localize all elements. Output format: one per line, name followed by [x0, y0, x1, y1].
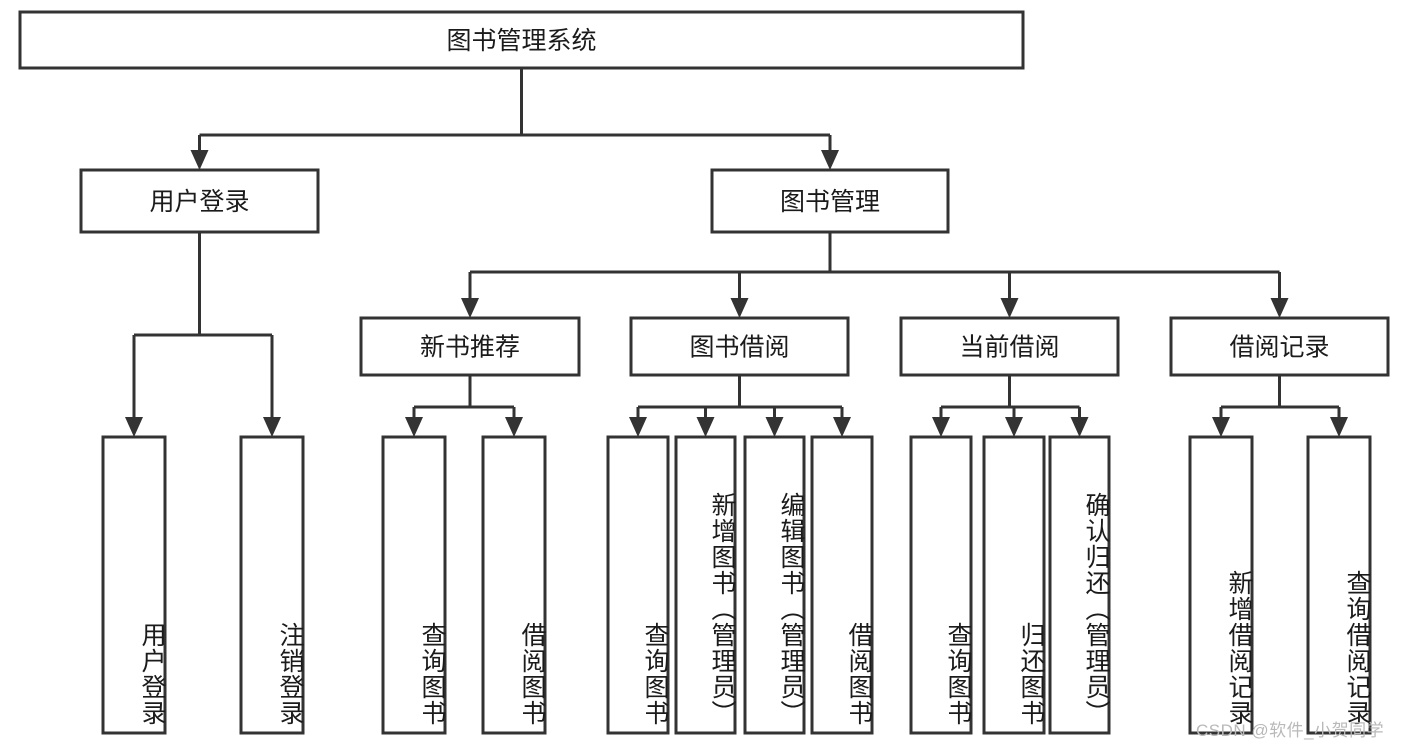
arrow-head-icon	[1005, 417, 1023, 437]
arrow-head-icon	[263, 417, 281, 437]
arrow-head-icon	[405, 417, 423, 437]
arrow-head-icon	[1212, 417, 1230, 437]
arrow-head-icon	[629, 417, 647, 437]
node-borrow-record[interactable]	[1169, 316, 1390, 377]
node-leaf-query-borrow-record[interactable]	[1306, 435, 1372, 735]
arrow-head-icon	[1270, 298, 1289, 318]
node-book-manage[interactable]	[710, 168, 950, 234]
node-label-book-borrow: 图书借阅	[689, 334, 789, 362]
node-leaf-edit-book-admin[interactable]	[743, 435, 806, 735]
node-label-user-login: 用户登录	[149, 188, 249, 216]
node-leaf-return-book[interactable]	[982, 435, 1046, 735]
node-leaf-borrow-book-bor[interactable]	[810, 435, 874, 735]
node-leaf-borrow-book-rec[interactable]	[481, 435, 547, 735]
node-leaf-query-book-cur[interactable]	[909, 435, 973, 735]
node-label-borrow-record: 借阅记录	[1229, 334, 1329, 362]
node-leaf-confirm-return-admin[interactable]	[1048, 435, 1111, 735]
arrow-head-icon	[1000, 298, 1019, 318]
node-box-layer	[18, 10, 1390, 735]
arrow-head-icon	[765, 417, 784, 437]
node-current-borrow[interactable]	[899, 316, 1120, 377]
node-label-root: 图书管理系统	[446, 27, 596, 55]
node-label-book-manage: 图书管理	[780, 188, 880, 216]
node-new-book-recommend[interactable]	[359, 316, 581, 377]
arrow-head-icon	[696, 417, 715, 437]
node-leaf-add-book-admin[interactable]	[674, 435, 737, 735]
arrow-head-icon	[505, 417, 523, 437]
arrow-head-icon	[730, 298, 749, 318]
node-leaf-query-book-bor[interactable]	[606, 435, 670, 735]
arrow-head-icon	[190, 150, 209, 170]
arrow-head-icon	[461, 298, 479, 318]
node-user-login[interactable]	[79, 168, 320, 234]
node-book-borrow[interactable]	[629, 316, 850, 377]
node-leaf-user-logout[interactable]	[239, 435, 305, 735]
node-leaf-query-book-rec[interactable]	[381, 435, 447, 735]
connector-layer	[125, 68, 1348, 437]
node-label-current-borrow: 当前借阅	[959, 334, 1059, 362]
arrow-head-icon	[125, 417, 143, 437]
arrow-head-icon	[821, 150, 839, 170]
arrow-head-icon	[1330, 417, 1348, 437]
node-root[interactable]	[18, 10, 1025, 70]
node-label-new-book-recommend: 新书推荐	[420, 334, 520, 362]
arrow-head-icon	[1070, 417, 1089, 437]
csdn-watermark: CSDN @软件_小贺同学	[1196, 721, 1385, 740]
node-leaf-add-borrow-record[interactable]	[1188, 435, 1254, 735]
node-leaf-user-login[interactable]	[101, 435, 167, 735]
arrow-head-icon	[833, 417, 851, 437]
arrow-head-icon	[932, 417, 950, 437]
